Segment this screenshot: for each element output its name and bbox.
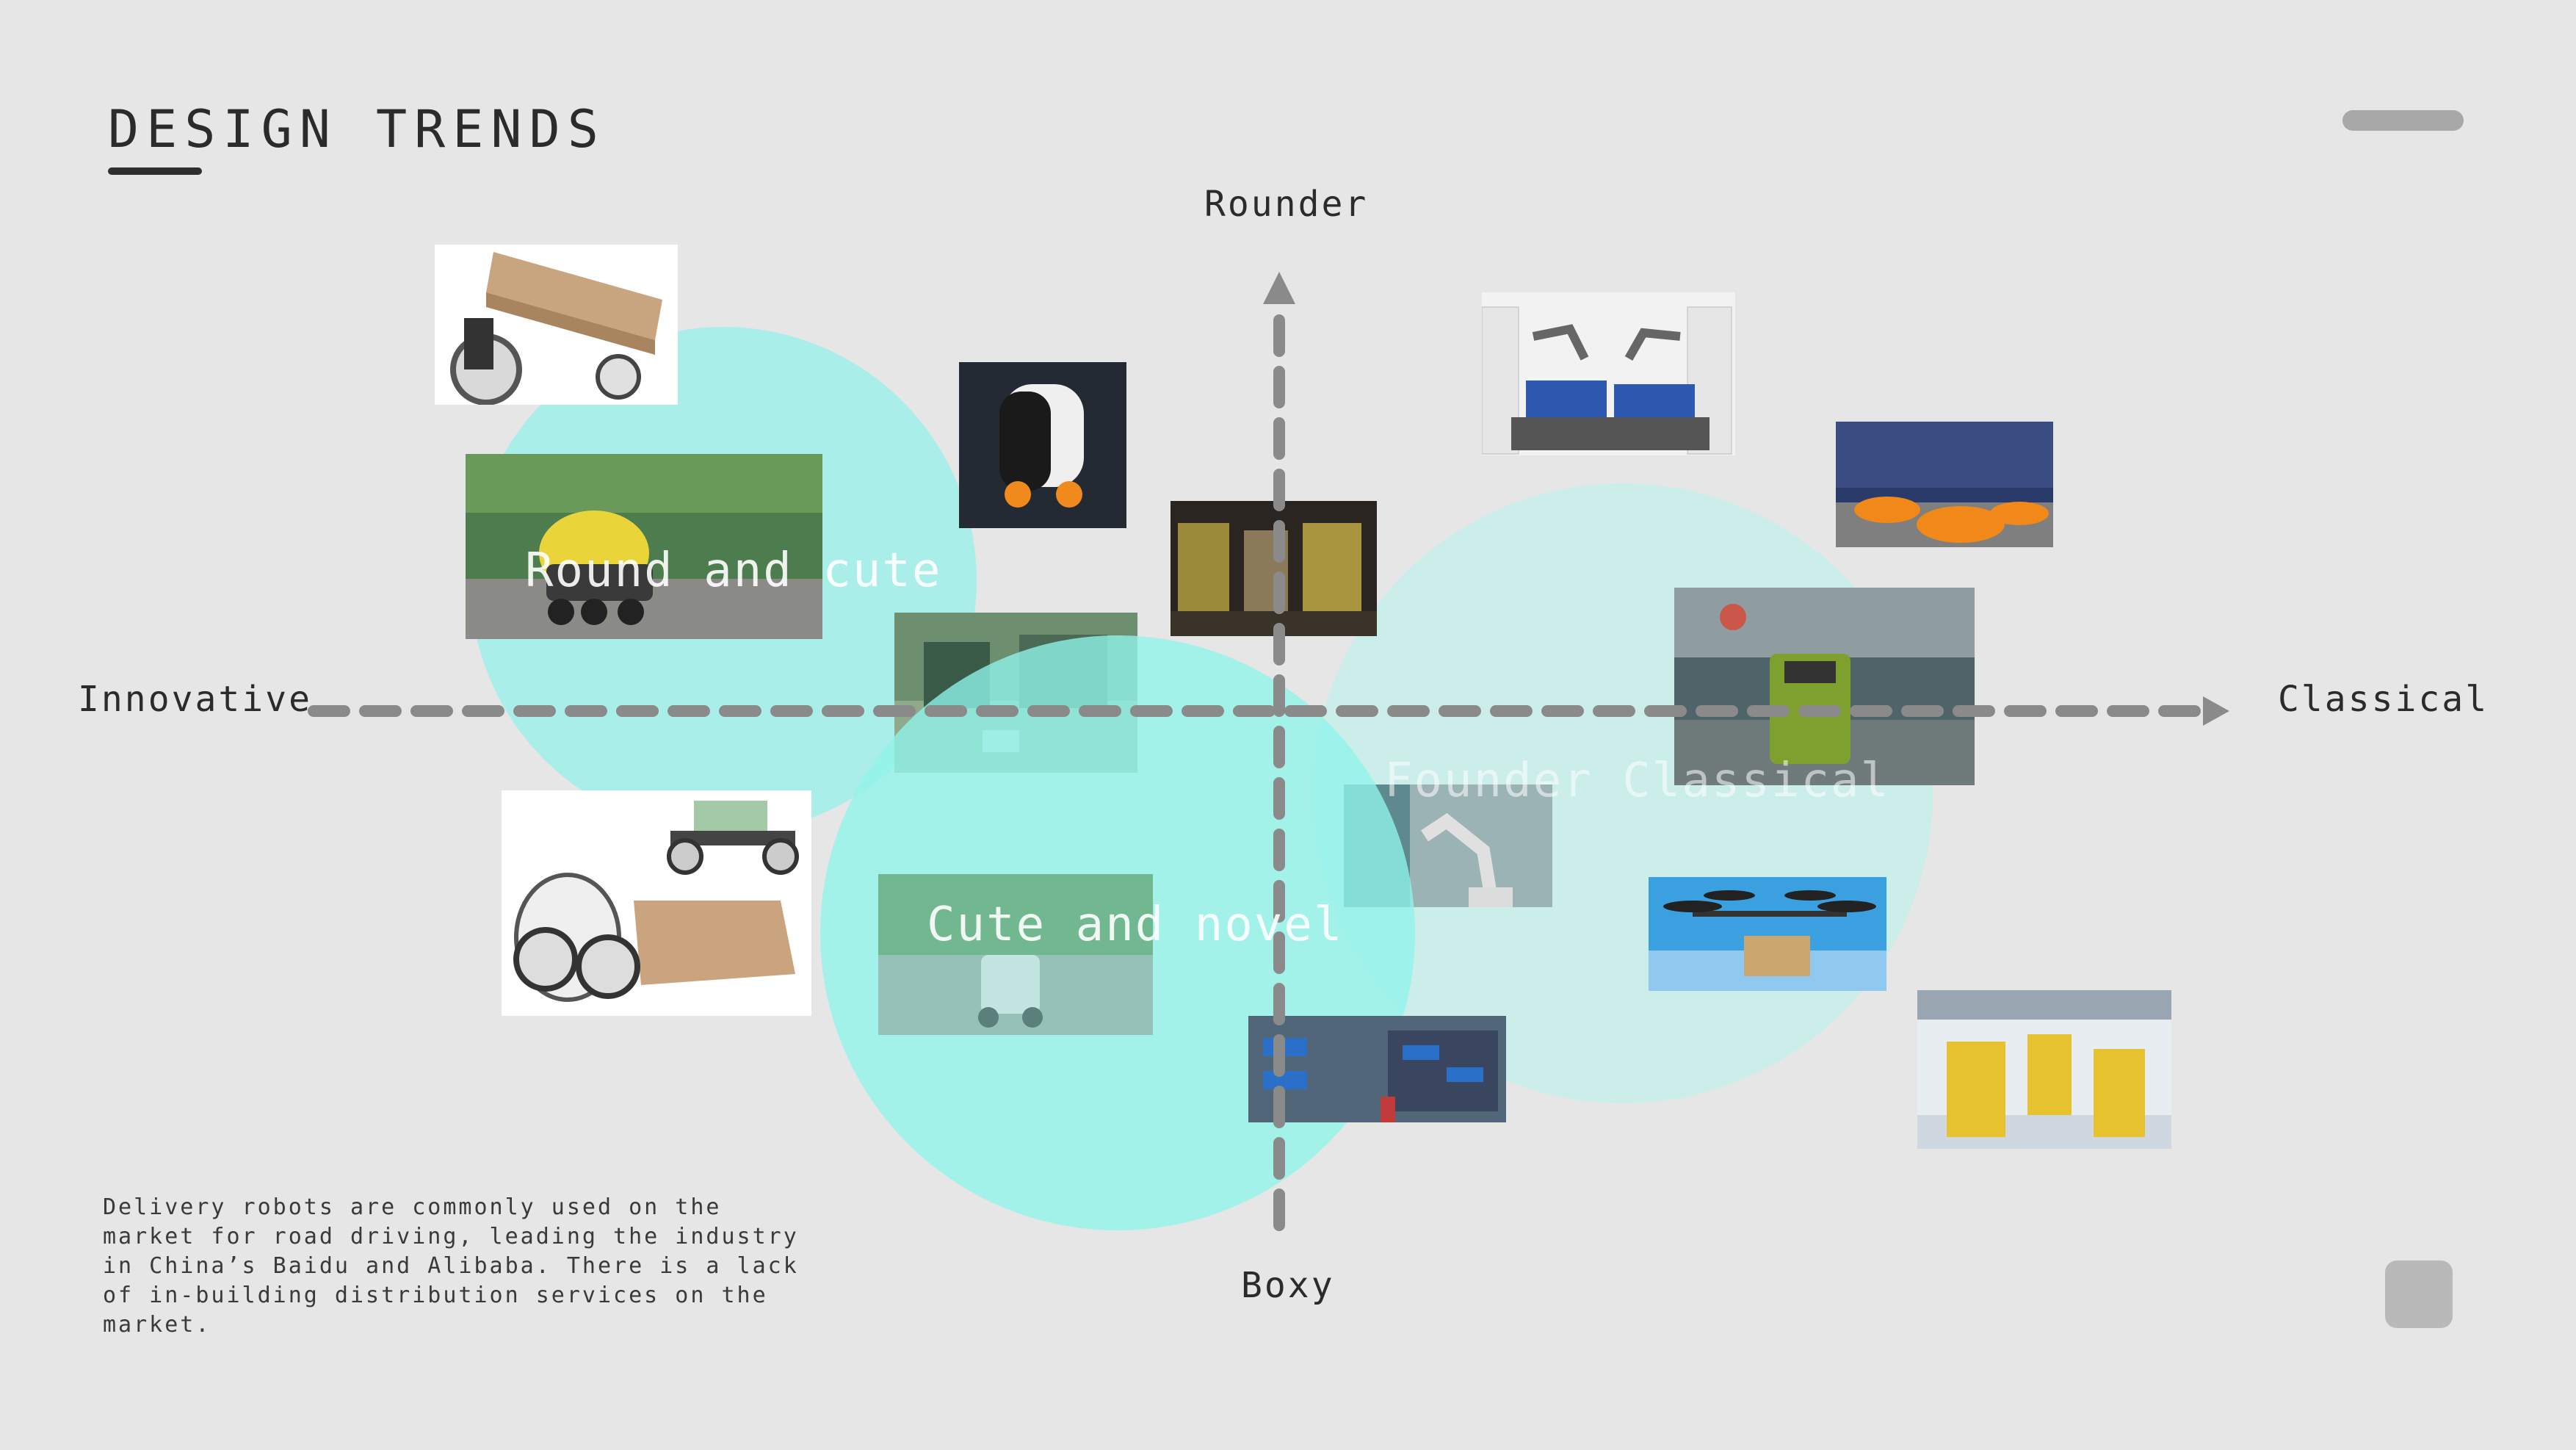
up-arrow-icon bbox=[1263, 272, 1295, 304]
axis-label-bottom: Boxy bbox=[1241, 1265, 1335, 1306]
delivery-drone-photo bbox=[1649, 877, 1886, 991]
axis-label-top: Rounder bbox=[1204, 184, 1369, 225]
dual-arm-robots-photo bbox=[1482, 292, 1735, 455]
white-carrier-robots-photo bbox=[502, 790, 811, 1016]
cluster-label-founder-classical: Founder Classical bbox=[1384, 754, 1891, 808]
axis-label-left: Innovative bbox=[78, 679, 312, 720]
blue-crate-storage-photo bbox=[1248, 1016, 1506, 1122]
title-underline bbox=[108, 167, 202, 175]
warehouse-shelves-photo bbox=[1171, 501, 1377, 636]
two-wheel-carrier-photo bbox=[435, 245, 678, 405]
right-arrow-icon bbox=[2203, 696, 2229, 726]
next-page-button[interactable] bbox=[2385, 1260, 2453, 1328]
page-title: DESIGN TRENDS bbox=[108, 99, 606, 159]
orange-warehouse-robots-photo bbox=[1836, 422, 2053, 547]
black-orange-delivery-robot-photo bbox=[959, 362, 1126, 528]
yellow-agv-robots-photo bbox=[1917, 990, 2171, 1149]
cluster-label-cute-and-novel: Cute and novel bbox=[927, 898, 1344, 952]
description-text: Delivery robots are commonly used on the… bbox=[103, 1194, 799, 1338]
green-forklift-robot-photo bbox=[1674, 588, 1975, 785]
axis-label-right: Classical bbox=[2278, 679, 2489, 720]
menu-pill[interactable] bbox=[2342, 110, 2464, 131]
outdoor-delivery-robot-photo bbox=[878, 874, 1153, 1035]
yellow-sidewalk-robot-photo bbox=[466, 454, 822, 639]
cluster-label-round-and-cute: Round and cute bbox=[525, 544, 942, 598]
